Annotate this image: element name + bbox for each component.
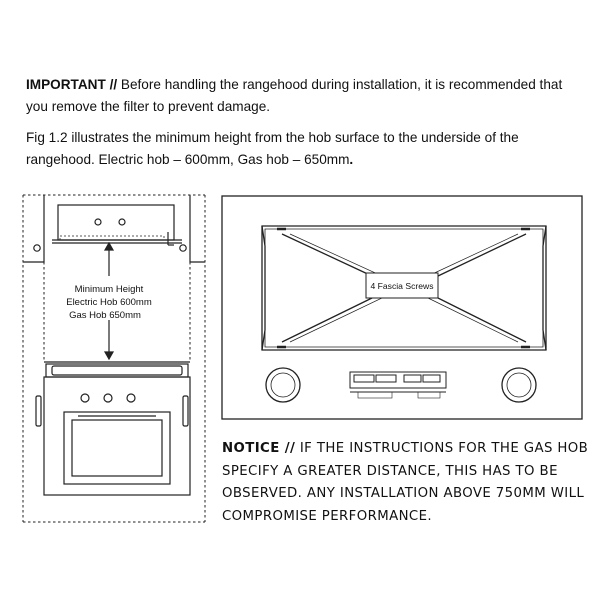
figure-note: Fig 1.2 illustrates the minimum height f… bbox=[26, 127, 586, 171]
important-note: IMPORTANT // Before handling the rangeho… bbox=[26, 74, 586, 118]
rangehood-shape bbox=[23, 195, 205, 263]
fascia-screws-label: 4 Fascia Screws bbox=[370, 281, 433, 291]
figure-note-end: . bbox=[349, 152, 354, 167]
oven-shape bbox=[35, 361, 191, 496]
diagram-label-electric: Electric Hob 600mm bbox=[66, 297, 152, 308]
notice-label: NOTICE // bbox=[222, 441, 296, 456]
control-panel bbox=[349, 371, 447, 399]
notice-note: NOTICE // IF THE INSTRUCTIONS FOR THE GA… bbox=[222, 438, 592, 528]
important-text: Before handling the rangehood during ins… bbox=[26, 77, 563, 114]
cabinet-outline bbox=[22, 194, 206, 523]
fascia-panel bbox=[261, 225, 547, 351]
lights bbox=[265, 367, 537, 403]
height-arrow bbox=[103, 241, 115, 361]
figure-note-text: Fig 1.2 illustrates the minimum height f… bbox=[26, 130, 519, 167]
notice-text: IF THE INSTRUCTIONS FOR THE GAS HOB SPEC… bbox=[222, 441, 589, 524]
diagram-label-gas: Gas Hob 650mm bbox=[69, 310, 141, 321]
height-diagram bbox=[22, 194, 206, 523]
important-label: IMPORTANT // bbox=[26, 77, 118, 92]
diagram-label-min-height: Minimum Height bbox=[75, 284, 144, 295]
underside-diagram bbox=[221, 195, 583, 420]
